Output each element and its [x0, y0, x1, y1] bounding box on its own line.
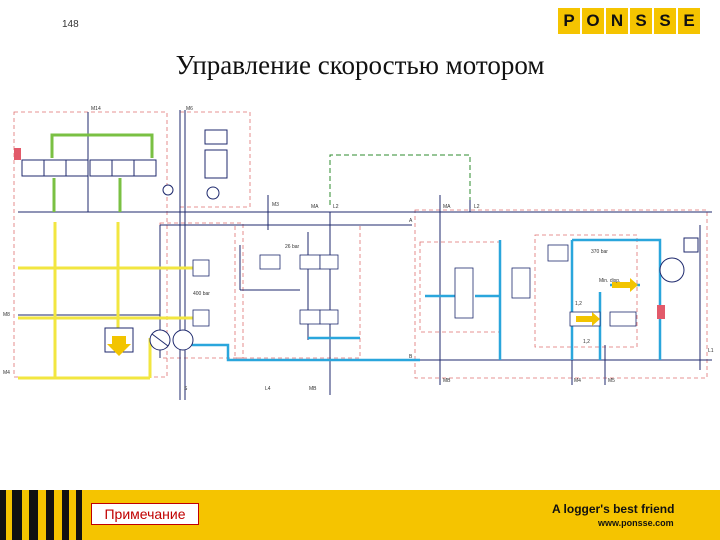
pilot-line-dashed: [329, 154, 471, 205]
label-l1: L1: [708, 348, 714, 354]
slide-title: Управление скоростью мотором: [175, 50, 545, 80]
label-s: S: [184, 386, 188, 392]
main-lines: [18, 110, 712, 400]
website-url: www.ponsse.com: [598, 518, 674, 528]
hydraulic-motor: [657, 237, 699, 319]
green-pilot-lines: [50, 133, 154, 212]
label-mb-right: MB: [443, 378, 451, 384]
label-m8: M8: [3, 312, 10, 318]
component-frames: [13, 111, 708, 379]
label-p400: 400 bar: [193, 291, 210, 297]
label-m6: M6: [186, 106, 193, 112]
logo-letter: N: [606, 8, 628, 34]
logo-letter: S: [630, 8, 652, 34]
ponsse-logo: P O N S S E: [558, 8, 700, 34]
label-v12b: 1,2: [583, 339, 590, 345]
directional-valve-left: [14, 148, 157, 177]
label-ma-left: MA: [311, 204, 319, 210]
center-valves: [192, 244, 637, 327]
logo-letter: E: [678, 8, 700, 34]
footer-bar: Примечание A logger's best friend www.po…: [0, 490, 720, 540]
yellow-lines: [18, 222, 195, 380]
label-l4: L4: [265, 386, 271, 392]
label-m3: M3: [272, 202, 279, 208]
label-v12a: 1,2: [575, 301, 582, 307]
logo-letter: O: [582, 8, 604, 34]
label-p370: 370 bar: [591, 249, 608, 255]
logo-letter: P: [558, 8, 580, 34]
yellow-actuator: [104, 327, 134, 356]
diagram-labels: M14 M6 M3 MA L2 MA L2 A B M8 M4 S L4 MB …: [3, 106, 714, 392]
flow-arrows: [576, 278, 638, 326]
page-number: 148: [62, 19, 79, 30]
label-m4: M4: [3, 370, 10, 376]
hydraulic-diagram: M14 M6 M3 MA L2 MA L2 A B M8 M4 S L4 MB …: [3, 106, 714, 400]
label-p26: 26 bar: [285, 244, 300, 250]
label-b: B: [409, 354, 413, 360]
label-min-disp: Min. disp.: [599, 278, 620, 284]
slogan: A logger's best friend: [552, 502, 675, 516]
label-m14: M14: [91, 106, 101, 112]
label-a: A: [409, 218, 413, 224]
label-m5: M5: [608, 378, 615, 384]
pumps: [149, 129, 228, 351]
label-l2-right: L2: [474, 204, 480, 210]
label-l2-left: L2: [333, 204, 339, 210]
note-button[interactable]: Примечание: [91, 503, 199, 525]
logo-letter: S: [654, 8, 676, 34]
label-ma-right: MA: [443, 204, 451, 210]
stripes-decoration: [0, 490, 82, 540]
label-m4-right: M4: [574, 378, 581, 384]
label-mb-left: MB: [309, 386, 317, 392]
